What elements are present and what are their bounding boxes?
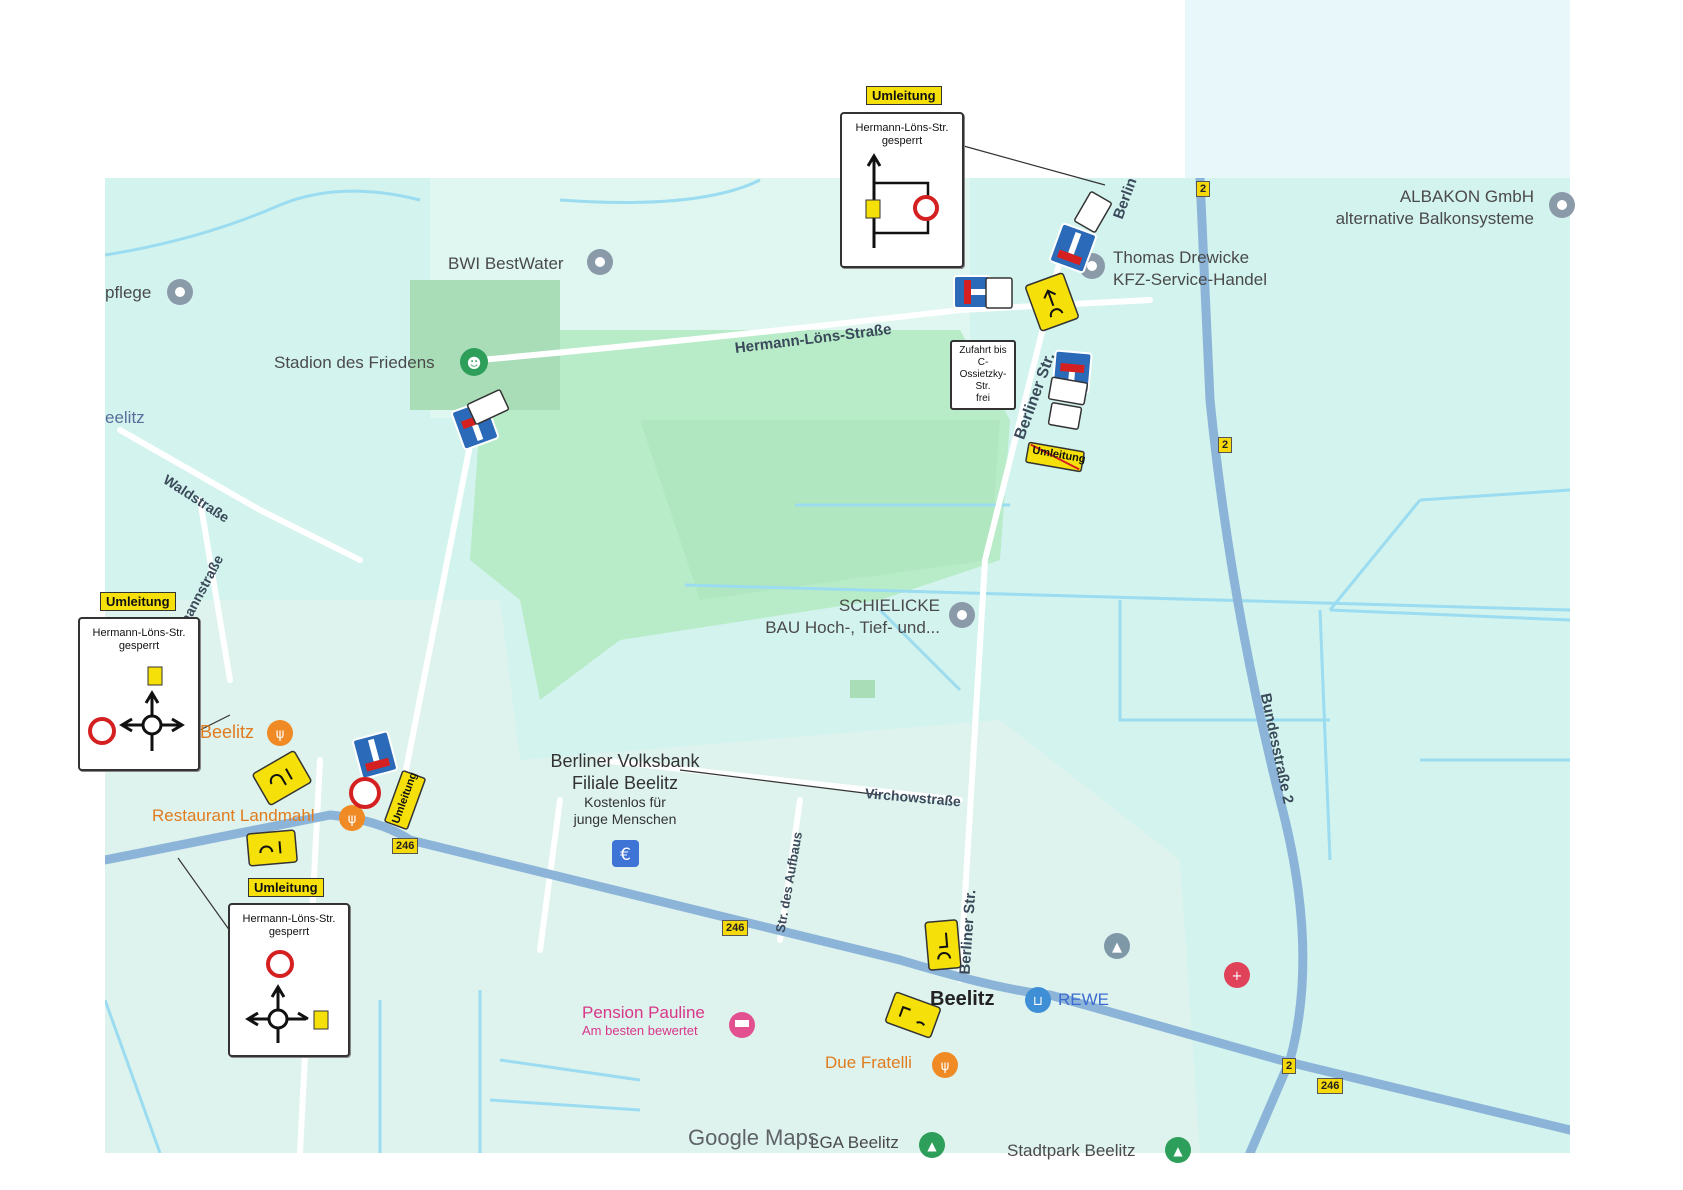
hospital-icon: + bbox=[1224, 962, 1250, 988]
svg-text:+: + bbox=[1232, 969, 1243, 984]
restaurant-beelitz-icon: ψ bbox=[267, 720, 293, 746]
restaurant-landmahl-icon: ψ bbox=[339, 805, 365, 831]
pension-hotel-icon bbox=[729, 1012, 755, 1038]
due-fratelli-icon: ψ bbox=[932, 1052, 958, 1078]
drewicke-name: Thomas Drewicke bbox=[1113, 248, 1250, 267]
poi-label-lga[interactable]: LGA Beelitz bbox=[810, 1133, 899, 1152]
schielicke-name: SCHIELICKE bbox=[838, 596, 940, 615]
town-label-beelitz: Beelitz bbox=[930, 988, 995, 1010]
road-number-246: 246 bbox=[722, 920, 749, 936]
drewicke-desc: KFZ-Service-Handel bbox=[1113, 270, 1267, 289]
poi-label-stadtpark[interactable]: Stadtpark Beelitz bbox=[1007, 1141, 1136, 1160]
umleitung-diagonal-sign bbox=[1025, 441, 1085, 473]
poi-label-volksbank[interactable]: Berliner Volksbank Filiale Beelitz Koste… bbox=[540, 750, 710, 828]
road-number-b2: 2 bbox=[1196, 181, 1211, 197]
road-number-b2: 2 bbox=[1218, 437, 1233, 453]
road-number-b2: 2 bbox=[1282, 1058, 1297, 1074]
detour-arrow-sign-icon bbox=[1025, 272, 1079, 332]
road-number-246: 246 bbox=[1317, 1078, 1344, 1094]
bwi-pin-icon bbox=[587, 249, 613, 275]
place-label-beelitz-partial: eelitz bbox=[105, 408, 145, 427]
volksbank-sub2: junge Menschen bbox=[573, 811, 677, 827]
svg-text:▲: ▲ bbox=[927, 1139, 937, 1153]
dead-end-sign-icon bbox=[1049, 222, 1097, 274]
pflege-pin-icon bbox=[167, 279, 193, 305]
park-area bbox=[410, 280, 560, 410]
svg-text:ψ: ψ bbox=[941, 1059, 950, 1074]
zufahrt-sign: Zufahrt bis C-Ossietzky-Str. frei bbox=[950, 340, 1016, 410]
umleitung-tag: Umleitung bbox=[248, 878, 324, 897]
zufahrt-line2: C-Ossietzky-Str. bbox=[959, 357, 1007, 392]
schielicke-pin-icon bbox=[949, 602, 975, 628]
pension-name: Pension Pauline bbox=[582, 1003, 705, 1022]
volksbank-name: Berliner Volksbank bbox=[550, 751, 700, 771]
detour-sign-left: Hermann-Löns-Str.gesperrt bbox=[78, 617, 200, 771]
poi-label-pension[interactable]: Pension Pauline Am besten bewertet bbox=[582, 1003, 705, 1038]
poi-label-landmahl[interactable]: Restaurant Landmahl bbox=[152, 806, 315, 825]
detour-arrow-sign-icon bbox=[924, 919, 962, 971]
svg-text:☻: ☻ bbox=[467, 356, 482, 372]
road-number-246: 246 bbox=[392, 838, 419, 854]
svg-text:ψ: ψ bbox=[276, 727, 285, 742]
pension-rating: Am besten bewertet bbox=[582, 1023, 698, 1038]
poi-label-schielicke[interactable]: SCHIELICKE BAU Hoch-, Tief- und... bbox=[740, 595, 940, 639]
monument-icon: ▲ bbox=[1104, 933, 1130, 959]
svg-text:▲: ▲ bbox=[1173, 1144, 1183, 1158]
svg-text:€: € bbox=[620, 845, 631, 865]
albakon-name: ALBAKON GmbH bbox=[1399, 187, 1534, 206]
small-plates bbox=[466, 191, 1112, 430]
dead-end-sign-icon bbox=[953, 275, 991, 309]
map-top-strip bbox=[1185, 0, 1570, 180]
rewe-cart-icon: ⊔ bbox=[1025, 987, 1051, 1013]
detour-arrow-sign-icon bbox=[246, 829, 298, 867]
zufahrt-line1: Zufahrt bis bbox=[959, 345, 1007, 356]
poi-label-pflege[interactable]: pflege bbox=[105, 283, 152, 302]
volksbank-sub1: Kostenlos für bbox=[584, 794, 666, 810]
stadtpark-tree-icon: ▲ bbox=[1165, 1137, 1191, 1163]
detour-sign-top: Hermann-Löns-Str.gesperrt bbox=[840, 112, 964, 268]
bank-euro-icon: € bbox=[612, 840, 639, 867]
no-entry-sign-icon bbox=[349, 777, 381, 809]
poi-pins[interactable]: ☻ € ψ ψ ψ ⊔ ▲ + ▲ ▲ bbox=[167, 192, 1575, 1163]
small-park bbox=[850, 680, 875, 698]
umleitung-tag: Umleitung bbox=[866, 86, 942, 105]
google-maps-watermark: Google Maps bbox=[688, 1125, 819, 1150]
poi-label-bwi[interactable]: BWI BestWater bbox=[448, 254, 564, 273]
umleitung-tag: Umleitung bbox=[100, 592, 176, 611]
svg-text:▲: ▲ bbox=[1112, 940, 1122, 955]
poi-label-stadion[interactable]: Stadion des Friedens bbox=[274, 353, 435, 372]
schielicke-desc: BAU Hoch-, Tief- und... bbox=[765, 618, 940, 637]
poi-label-beelitz-restaurant[interactable]: Beelitz bbox=[200, 722, 255, 742]
zufahrt-line3: frei bbox=[976, 393, 990, 404]
sign-title: Hermann-Löns-Str.gesperrt bbox=[855, 122, 949, 147]
detour-arrow-sign-icon bbox=[885, 991, 941, 1039]
stadium-icon: ☻ bbox=[460, 348, 488, 376]
poi-label-drewicke[interactable]: Thomas Drewicke KFZ-Service-Handel bbox=[1113, 247, 1267, 291]
detour-arrow-sign-icon bbox=[252, 750, 312, 806]
svg-text:ψ: ψ bbox=[348, 812, 357, 827]
albakon-pin-icon bbox=[1549, 192, 1575, 218]
albakon-desc: alternative Balkonsysteme bbox=[1335, 209, 1534, 228]
poi-label-due-fratelli[interactable]: Due Fratelli bbox=[825, 1053, 912, 1072]
detour-sign-bottom: Hermann-Löns-Str.gesperrt bbox=[228, 903, 350, 1057]
roundabout-diagram-icon bbox=[245, 950, 329, 1043]
lga-tree-icon: ▲ bbox=[919, 1132, 945, 1158]
poi-label-albakon[interactable]: ALBAKON GmbH alternative Balkonsysteme bbox=[1300, 186, 1534, 230]
dead-end-sign-icon bbox=[352, 730, 398, 780]
detour-diagram-icon bbox=[865, 153, 939, 248]
water-lines bbox=[105, 178, 1570, 1153]
poi-label-rewe[interactable]: REWE bbox=[1058, 990, 1109, 1009]
yellow-detour-signs bbox=[246, 272, 1085, 1039]
forest-area bbox=[640, 420, 1000, 600]
volksbank-branch: Filiale Beelitz bbox=[571, 773, 679, 793]
umleitung-diagonal-sign bbox=[384, 770, 426, 830]
svg-text:⊔: ⊔ bbox=[1033, 994, 1043, 1009]
sign-title: Hermann-Löns-Str.gesperrt bbox=[92, 627, 186, 652]
roundabout-diagram-icon bbox=[88, 666, 185, 751]
sign-title: Hermann-Löns-Str.gesperrt bbox=[242, 913, 336, 938]
